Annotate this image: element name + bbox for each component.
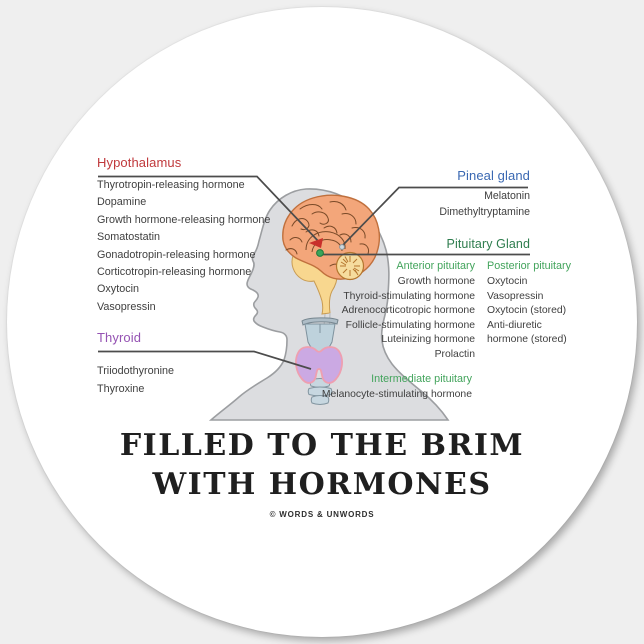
intermediate-hormone-list: Melanocyte-stimulating hormone	[322, 388, 472, 403]
intermediate-pituitary-heading: Intermediate pituitary	[371, 373, 472, 385]
hormone-item: Prolactin	[434, 348, 475, 360]
anterior-pituitary-heading: Anterior pituitary	[396, 260, 475, 272]
thyroid-heading: Thyroid	[97, 330, 142, 345]
hormone-item: Growth hormone	[397, 276, 475, 287]
hormone-item: Oxytocin	[487, 276, 528, 287]
posterior-pituitary-heading: Posterior pituitary	[487, 260, 572, 272]
hormone-item: Follicle-stimulating hormone	[345, 319, 475, 331]
hormone-item: Oxytocin	[97, 283, 140, 296]
hormone-item: Corticotropin-releasing hormone	[97, 266, 252, 279]
sticker-title-line1: FILLED TO THE BRIM	[119, 428, 525, 463]
hormone-item: Vasopressin	[487, 290, 544, 302]
hormone-item: Growth hormone-releasing hormone	[97, 213, 271, 226]
hormone-item: Thyrotropin-releasing hormone	[97, 179, 245, 191]
copyright-credit: © WORDS & UNWORDS	[269, 510, 375, 519]
hormone-item: Dopamine	[97, 196, 147, 209]
hormone-item: Thyroid-stimulating hormone	[343, 290, 475, 302]
title-block: FILLED TO THE BRIM WITH HORMONES © WORDS…	[0, 426, 644, 519]
hormone-item: Luteinizing hormone	[381, 334, 475, 345]
hypothalamus-hormone-list: Thyrotropin-releasing hormone Dopamine G…	[97, 177, 270, 316]
anterior-hormone-list: Growth hormone Thyroid-stimulating hormo…	[342, 275, 475, 362]
hypothalamus-heading: Hypothalamus	[97, 155, 182, 170]
hormone-item: Melatonin	[484, 190, 530, 202]
hormone-item: Triiodothyronine	[97, 365, 175, 377]
hormone-item: Oxytocin (stored)	[487, 305, 567, 316]
posterior-hormone-list: Oxytocin Vasopressin Oxytocin (stored) A…	[487, 275, 571, 348]
hormone-item: Thyroxine	[97, 383, 145, 396]
sticker-title-line2: WITH HORMONES	[152, 467, 492, 502]
posterior-pituitary-column: Posterior pituitary Oxytocin Vasopressin…	[487, 260, 571, 348]
hormone-item: Somatostatin	[97, 231, 161, 244]
hormone-item: Gonadotropin-releasing hormone	[97, 248, 256, 261]
anterior-pituitary-column: Anterior pituitary Growth hormone Thyroi…	[342, 260, 475, 362]
hormone-item: Anti-diuretic hormone (stored)	[487, 319, 567, 346]
pituitary-gland-heading: Pituitary Gland	[446, 237, 530, 251]
pineal-gland-heading: Pineal gland	[457, 168, 530, 183]
pineal-hormone-list: Melatonin Dimethyltryptamine	[439, 188, 530, 221]
hormone-item: Adrenocorticotropic hormone	[341, 305, 475, 316]
thyroid-hormone-list: Triiodothyronine Thyroxine	[97, 362, 174, 398]
hormone-item: Dimethyltryptamine	[439, 206, 530, 219]
hormone-item: Vasopressin	[97, 300, 156, 313]
hormone-item: Melanocyte-stimulating hormone	[321, 389, 472, 400]
intermediate-pituitary-column: Intermediate pituitary Melanocyte-stimul…	[322, 373, 472, 403]
